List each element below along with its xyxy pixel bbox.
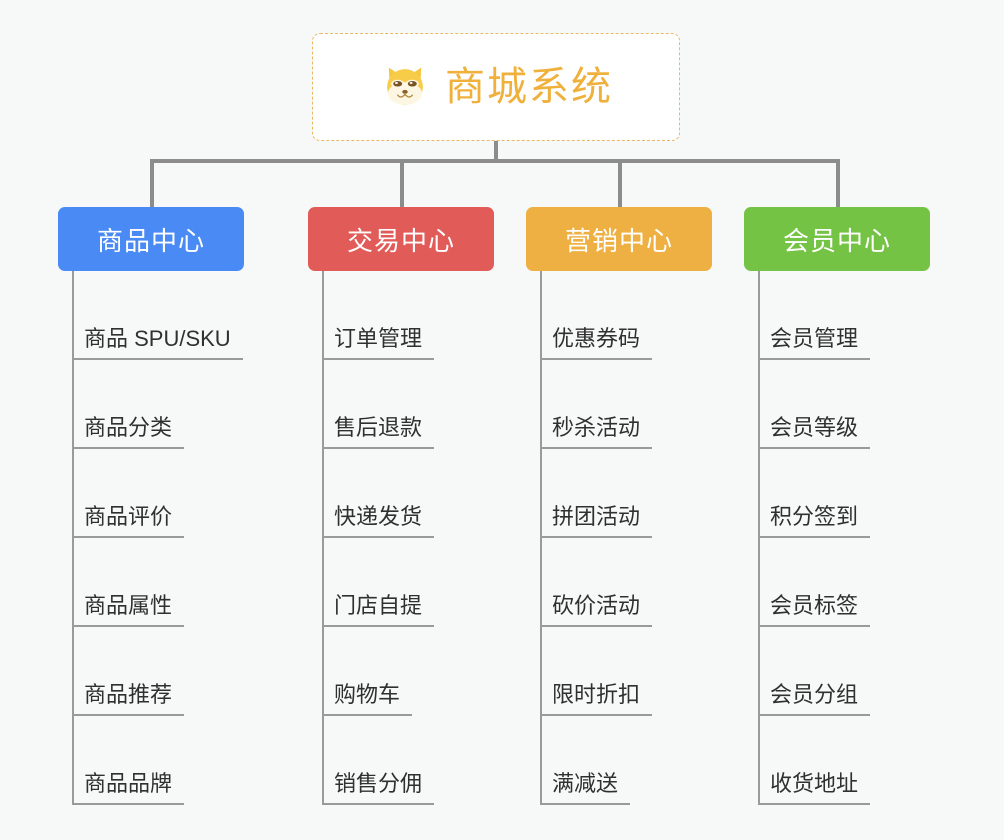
leaf-item[interactable]: 商品分类 xyxy=(72,360,244,449)
leaf-item[interactable]: 限时折扣 xyxy=(540,627,712,716)
leaf-label: 商品品牌 xyxy=(72,771,185,805)
category-header-2[interactable]: 交易中心 xyxy=(308,207,494,271)
branch-column-4: 会员中心 会员管理 会员等级 积分签到 会员标签 会员分组 收货地址 xyxy=(744,207,930,805)
leaf-label: 拼团活动 xyxy=(540,504,653,538)
leaf-label: 会员分组 xyxy=(758,682,871,716)
leaf-item[interactable]: 收货地址 xyxy=(758,716,930,805)
leaf-item[interactable]: 订单管理 xyxy=(322,271,494,360)
leaf-label: 会员标签 xyxy=(758,593,871,627)
leaf-item[interactable]: 购物车 xyxy=(322,627,494,716)
category-header-1[interactable]: 商品中心 xyxy=(58,207,244,271)
leaf-label: 砍价活动 xyxy=(540,593,653,627)
shiba-dog-face-icon xyxy=(387,67,423,108)
leaf-item[interactable]: 会员管理 xyxy=(758,271,930,360)
leaf-item[interactable]: 商品 SPU/SKU xyxy=(72,271,244,360)
connector-drop-3 xyxy=(618,159,622,207)
leaf-item[interactable]: 满减送 xyxy=(540,716,712,805)
leaf-label: 积分签到 xyxy=(758,504,871,538)
leaf-label: 门店自提 xyxy=(322,593,435,627)
category-header-4[interactable]: 会员中心 xyxy=(744,207,930,271)
root-title: 商城系统 xyxy=(445,65,613,109)
leaf-item[interactable]: 商品品牌 xyxy=(72,716,244,805)
leaf-list-4: 会员管理 会员等级 积分签到 会员标签 会员分组 收货地址 xyxy=(758,271,930,805)
leaf-label: 售后退款 xyxy=(322,415,435,449)
leaf-label: 商品属性 xyxy=(72,593,185,627)
leaf-label: 商品分类 xyxy=(72,415,185,449)
leaf-label: 订单管理 xyxy=(322,326,435,360)
leaf-label: 限时折扣 xyxy=(540,682,653,716)
branch-column-3: 营销中心 优惠券码 秒杀活动 拼团活动 砍价活动 限时折扣 满减送 xyxy=(526,207,712,805)
leaf-label: 收货地址 xyxy=(758,771,871,805)
leaf-item[interactable]: 商品评价 xyxy=(72,449,244,538)
leaf-label: 满减送 xyxy=(540,771,631,805)
leaf-label: 会员等级 xyxy=(758,415,871,449)
leaf-item[interactable]: 砍价活动 xyxy=(540,538,712,627)
connector-drop-1 xyxy=(150,159,154,207)
leaf-label: 会员管理 xyxy=(758,326,871,360)
root-node[interactable]: 商城系统 xyxy=(312,33,680,141)
leaf-item[interactable]: 积分签到 xyxy=(758,449,930,538)
branch-column-2: 交易中心 订单管理 售后退款 快递发货 门店自提 购物车 销售分佣 xyxy=(308,207,494,805)
connector-drop-2 xyxy=(400,159,404,207)
leaf-label: 快递发货 xyxy=(322,504,435,538)
leaf-list-3: 优惠券码 秒杀活动 拼团活动 砍价活动 限时折扣 满减送 xyxy=(540,271,712,805)
leaf-label: 优惠券码 xyxy=(540,326,653,360)
leaf-item[interactable]: 拼团活动 xyxy=(540,449,712,538)
leaf-item[interactable]: 优惠券码 xyxy=(540,271,712,360)
leaf-label: 秒杀活动 xyxy=(540,415,653,449)
leaf-item[interactable]: 门店自提 xyxy=(322,538,494,627)
leaf-item[interactable]: 商品推荐 xyxy=(72,627,244,716)
leaf-list-2: 订单管理 售后退款 快递发货 门店自提 购物车 销售分佣 xyxy=(322,271,494,805)
connector-drop-4 xyxy=(836,159,840,207)
connector-horizontal-bus xyxy=(150,159,840,163)
leaf-label: 销售分佣 xyxy=(322,771,435,805)
leaf-label: 购物车 xyxy=(322,682,413,716)
leaf-item[interactable]: 会员标签 xyxy=(758,538,930,627)
leaf-item[interactable]: 秒杀活动 xyxy=(540,360,712,449)
leaf-list-1: 商品 SPU/SKU 商品分类 商品评价 商品属性 商品推荐 商品品牌 xyxy=(72,271,244,805)
leaf-item[interactable]: 快递发货 xyxy=(322,449,494,538)
leaf-label: 商品推荐 xyxy=(72,682,185,716)
leaf-item[interactable]: 销售分佣 xyxy=(322,716,494,805)
leaf-label: 商品评价 xyxy=(72,504,185,538)
leaf-item[interactable]: 会员分组 xyxy=(758,627,930,716)
leaf-label: 商品 SPU/SKU xyxy=(72,326,243,360)
leaf-item[interactable]: 商品属性 xyxy=(72,538,244,627)
connector-root-stem xyxy=(494,141,498,163)
category-header-3[interactable]: 营销中心 xyxy=(526,207,712,271)
leaf-item[interactable]: 售后退款 xyxy=(322,360,494,449)
branch-column-1: 商品中心 商品 SPU/SKU 商品分类 商品评价 商品属性 商品推荐 商品品牌 xyxy=(58,207,244,805)
leaf-item[interactable]: 会员等级 xyxy=(758,360,930,449)
